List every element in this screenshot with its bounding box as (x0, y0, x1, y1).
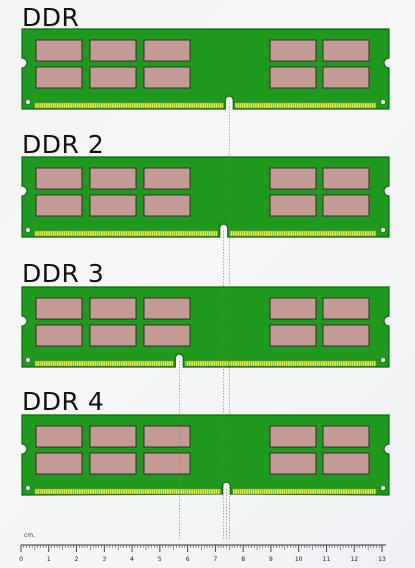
memory-chip (269, 324, 317, 347)
memory-chip (89, 452, 137, 475)
contact-pins-left (34, 102, 224, 109)
mount-hole (380, 357, 386, 363)
memory-chip (322, 66, 370, 89)
ruler-unit-label: cm. (24, 532, 35, 539)
contact-pins-right (232, 488, 377, 495)
ram-module-4 (21, 414, 390, 496)
ram-module-1 (21, 28, 390, 110)
memory-chip (269, 167, 317, 190)
contact-pins-left (34, 230, 218, 237)
memory-chip (143, 39, 191, 62)
ruler-tick-label: 0 (19, 556, 23, 563)
ram-module-2 (21, 156, 390, 238)
memory-chip (89, 324, 137, 347)
module-label-ddr3: DDR 3 (22, 259, 105, 288)
mount-hole (380, 227, 386, 233)
mount-hole (25, 99, 31, 105)
memory-chip (269, 194, 317, 217)
mount-hole (380, 485, 386, 491)
memory-chip (143, 297, 191, 320)
mount-hole (380, 99, 386, 105)
memory-chip (322, 39, 370, 62)
memory-chip (269, 39, 317, 62)
memory-chip (35, 39, 83, 62)
ruler-tick-label: 6 (186, 556, 190, 563)
mount-hole (25, 227, 31, 233)
ruler-tick-label: 4 (130, 556, 134, 563)
ruler-tick-label: 8 (241, 556, 245, 563)
contact-pins-right (229, 230, 377, 237)
memory-chip (35, 194, 83, 217)
ruler-tick-label: 13 (378, 556, 386, 563)
module-label-ddr: DDR (22, 3, 80, 32)
memory-chip (143, 194, 191, 217)
memory-chip (89, 39, 137, 62)
memory-chip (322, 452, 370, 475)
memory-chip (89, 297, 137, 320)
memory-chip (269, 297, 317, 320)
memory-chip (322, 167, 370, 190)
ruler-tick-label: 7 (213, 556, 217, 563)
ruler-tick-label: 5 (158, 556, 162, 563)
memory-chip (143, 66, 191, 89)
module-label-ddr4: DDR 4 (22, 387, 105, 416)
mount-hole (25, 357, 31, 363)
ruler-tick-label: 3 (102, 556, 106, 563)
memory-chip (322, 324, 370, 347)
ruler-tick-label: 2 (75, 556, 79, 563)
contact-pins-left (34, 360, 174, 367)
memory-chip (35, 452, 83, 475)
ruler-tick-label: 12 (350, 556, 358, 563)
memory-chip (143, 324, 191, 347)
memory-chip (143, 167, 191, 190)
memory-chip (35, 425, 83, 448)
ruler-tick-label: 11 (323, 556, 331, 563)
memory-chip (322, 425, 370, 448)
memory-chip (35, 167, 83, 190)
mount-hole (25, 485, 31, 491)
ram-module-3 (21, 286, 390, 368)
memory-chip (35, 297, 83, 320)
ruler-tick-label: 1 (47, 556, 51, 563)
memory-chip (35, 324, 83, 347)
memory-chip (269, 452, 317, 475)
module-label-ddr2: DDR 2 (22, 130, 105, 159)
memory-chip (89, 66, 137, 89)
ruler-tick-label: 10 (295, 556, 303, 563)
contact-pins-left (34, 488, 221, 495)
memory-chip (269, 425, 317, 448)
memory-chip (35, 66, 83, 89)
memory-chip (322, 194, 370, 217)
memory-chip (269, 66, 317, 89)
memory-chip (143, 425, 191, 448)
memory-chip (322, 297, 370, 320)
memory-chip (89, 167, 137, 190)
memory-chip (89, 425, 137, 448)
memory-chip (143, 452, 191, 475)
memory-chip (89, 194, 137, 217)
ruler-tick-label: 9 (269, 556, 273, 563)
